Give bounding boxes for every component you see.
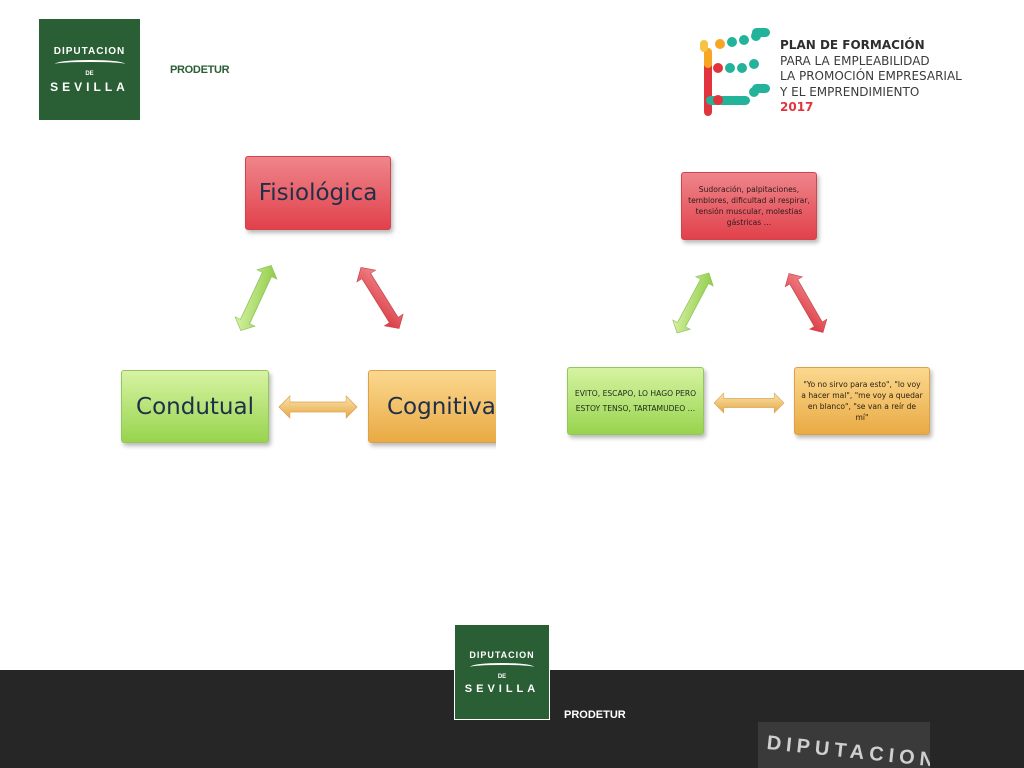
node-fisiologica: Fisiológica [245,156,391,230]
node-sintomas-fisiologicos: Sudoración, palpitaciones, temblores, di… [681,172,817,240]
footer-logo-de-text: DE [497,673,507,680]
plan-line-4: Y EL EMPRENDIMIENTO [780,84,920,99]
footer-logo-arc-text: DIPUTACION [469,649,535,660]
plan-formacion-text: PLAN DE FORMACIÓN PARA LA EMPLEABILIDAD … [780,38,962,116]
plan-line-2: PARA LA EMPLEABILIDAD [780,53,930,68]
plan-line-3: LA PROMOCIÓN EMPRESARIAL [780,69,962,83]
footer-ghost-logo: DIPUTACION [758,722,930,768]
logo-de-text: DE [85,70,94,77]
logo-swoosh [54,59,125,68]
plan-year: 2017 [780,100,814,114]
plan-formacion-brand: PLAN DE FORMACIÓN PARA LA EMPLEABILIDAD … [698,26,988,120]
conductas-line-1: EVITO, ESCAPO, LO HAGO PERO [574,389,697,398]
footer-logo-city-text: SEVILLA [464,682,540,695]
node-conductas: EVITO, ESCAPO, LO HAGO PERO ESTOY TENSO,… [567,367,704,435]
footer-logo-swoosh [470,662,534,671]
diputacion-sevilla-logo: DIPUTACION DE SEVILLA [39,19,140,120]
node-cognitiva: Cognitiva [368,370,496,443]
footer-diputacion-logo: DIPUTACION DE SEVILLA [454,624,550,720]
node-pensamientos: "Yo no sirvo para esto", "lo voy a hacer… [794,367,930,435]
ghost-logo-text: DIPUTACION [765,732,930,768]
footer-prodetur-label: PRODETUR [564,709,626,721]
prodetur-label: PRODETUR [170,64,230,76]
red-double-arrow-right [780,268,832,338]
logo-city-text: SEVILLA [50,79,129,94]
node-condutual: Condutual [121,370,269,443]
cognitiva-clip-region: Cognitiva [0,0,496,768]
plan-line-1: PLAN DE FORMACIÓN [780,38,925,52]
logo-arc-text: DIPUTACION [53,45,126,57]
green-double-arrow-right [667,267,719,339]
orange-double-arrow-right [713,392,785,414]
plan-f-logo-icon [700,28,770,116]
conductas-line-2: ESTOY TENSO, TARTAMUDEO … [575,404,696,413]
